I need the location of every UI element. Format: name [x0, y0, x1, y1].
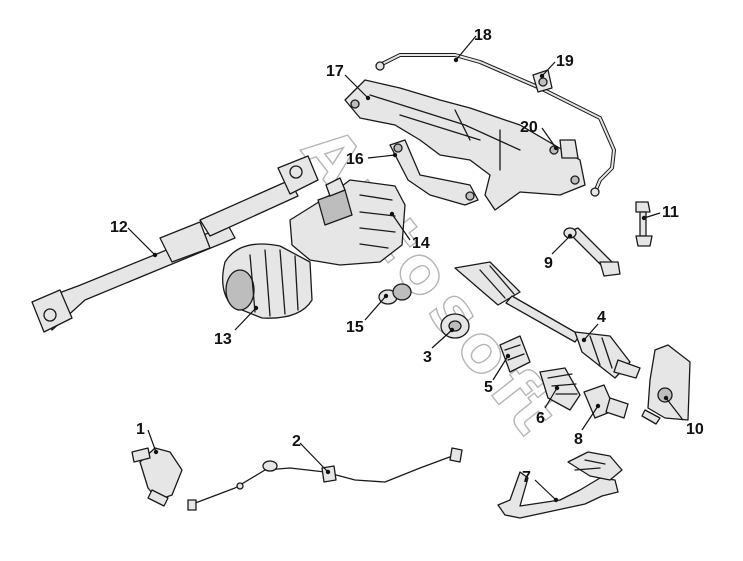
drop-link-part[interactable] [635, 201, 653, 247]
callout-3: 3 [423, 349, 432, 366]
stabilizer-bar-part[interactable] [375, 53, 616, 197]
callout-11: 11 [662, 204, 679, 221]
callout-17: 17 [326, 63, 344, 80]
mount-bracket-part[interactable] [641, 344, 691, 425]
diff-cover-part[interactable] [222, 243, 313, 319]
brake-pipe-part[interactable] [497, 451, 623, 519]
callout-6: 6 [536, 410, 545, 427]
outer-joint-part[interactable] [583, 384, 629, 419]
bearing-part[interactable] [440, 313, 470, 339]
callout-14: 14 [412, 235, 430, 252]
callout-8: 8 [574, 431, 583, 448]
callout-12: 12 [110, 219, 128, 236]
support-bracket-part[interactable] [389, 139, 479, 206]
sensor-harness-part[interactable] [187, 447, 463, 511]
propeller-shaft-part[interactable] [31, 155, 319, 333]
callout-7: 7 [522, 469, 531, 486]
callout-10: 10 [686, 421, 704, 438]
callout-5: 5 [484, 379, 493, 396]
callout-15: 15 [346, 319, 364, 336]
drive-shaft-part[interactable] [454, 261, 641, 379]
callout-16: 16 [346, 151, 364, 168]
callout-13: 13 [214, 331, 232, 348]
leader-lines [127, 35, 684, 503]
callout-18: 18 [474, 27, 492, 44]
sensor-bracket-part[interactable] [131, 447, 183, 507]
link-rod-part[interactable] [563, 227, 621, 277]
callout-9: 9 [544, 255, 553, 272]
callout-2: 2 [292, 433, 301, 450]
callout-19: 19 [556, 53, 574, 70]
cv-boot-part[interactable] [539, 367, 581, 411]
callout-4: 4 [597, 309, 606, 326]
seal-part[interactable] [378, 283, 412, 305]
callout-1: 1 [136, 421, 145, 438]
differential-assembly-part[interactable] [289, 177, 406, 266]
bush-part[interactable] [532, 69, 553, 93]
inner-joint-part[interactable] [499, 335, 531, 373]
subframe-part[interactable] [344, 79, 586, 211]
callout-20: 20 [520, 119, 538, 136]
